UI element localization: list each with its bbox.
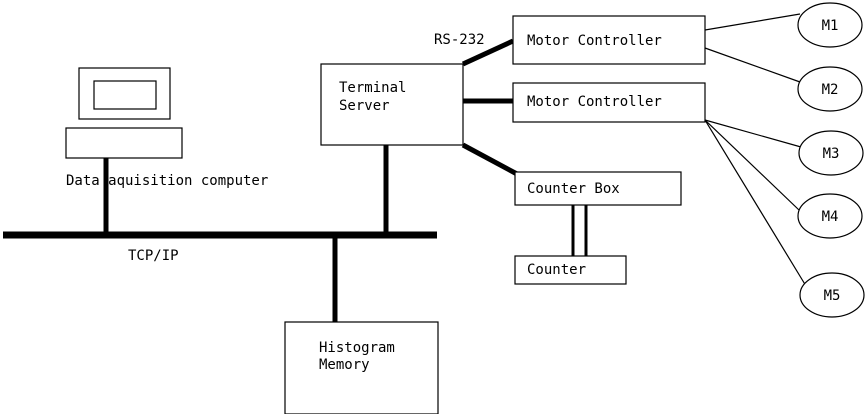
motor-m3-node[interactable]: M3: [798, 130, 864, 176]
histogram-memory-label-line1: Histogram: [319, 340, 395, 356]
terminal-server-label-line2: Server: [339, 98, 390, 114]
histogram-memory-label-line2: Memory: [319, 357, 370, 373]
motor-m5-node[interactable]: M5: [799, 272, 865, 318]
motor-m1-label: M1: [822, 18, 839, 34]
link-terminal-to-counter-box: [461, 142, 519, 177]
motor-m3-label: M3: [823, 146, 840, 162]
counter-box-node[interactable]: Counter Box: [514, 171, 682, 206]
computer-base-box: [65, 127, 183, 159]
motor-m2-node[interactable]: M2: [797, 66, 863, 112]
terminal-server-box: [320, 63, 464, 146]
link-controller2-to-m4: [704, 119, 800, 211]
terminal-server-label-line1: Terminal: [339, 80, 406, 96]
counter-box-rect: [514, 171, 682, 206]
motor-controller-1-label: Motor Controller: [527, 33, 662, 49]
motor-controller-1-node[interactable]: Motor Controller: [512, 15, 706, 65]
counter-box-label: Counter Box: [527, 181, 620, 197]
motor-m1-ellipse: [797, 2, 863, 48]
motor-controller-2-label: Motor Controller: [527, 94, 662, 110]
terminal-server-links: [461, 38, 519, 177]
motor-m2-ellipse: [797, 66, 863, 112]
counter-box-to-counter-links: [571, 205, 588, 258]
motor-m4-ellipse: [797, 193, 863, 239]
terminal-server-node[interactable]: Terminal Server: [320, 63, 464, 146]
counter-rect: [514, 255, 627, 285]
computer-caption-label: Data aquisition computer: [66, 173, 268, 189]
data-acquisition-computer[interactable]: [65, 67, 183, 159]
motor-controller-1-box: [512, 15, 706, 65]
tcpip-label: TCP/IP: [128, 248, 179, 264]
motor-m4-label: M4: [822, 209, 839, 225]
link-controller2-to-m3: [704, 119, 802, 148]
motor-m3-ellipse: [798, 130, 864, 176]
counter-label: Counter: [527, 262, 586, 278]
motor-controller-2-node[interactable]: Motor Controller: [512, 82, 706, 123]
link-terminal-to-motor-controller-1: [461, 38, 515, 67]
link-controller1-to-m2: [704, 47, 801, 83]
motor-m1-node[interactable]: M1: [797, 2, 863, 48]
motor-m2-label: M2: [822, 82, 839, 98]
counter-node[interactable]: Counter: [514, 255, 627, 285]
histogram-memory-box: [284, 321, 439, 414]
tcpip-bus-group: [3, 145, 437, 323]
link-controller2-to-m5: [704, 119, 807, 287]
motor-m4-node[interactable]: M4: [797, 193, 863, 239]
histogram-memory-node[interactable]: Histogram Memory: [284, 321, 439, 414]
link-controller1-to-m1: [704, 13, 801, 31]
motor-m5-ellipse: [799, 272, 865, 318]
motor-m5-label: M5: [824, 288, 841, 304]
motor-controller-2-box: [512, 82, 706, 123]
monitor-screen-icon: [93, 80, 157, 110]
motor-links: [704, 13, 807, 287]
rs232-label: RS-232: [434, 32, 485, 48]
